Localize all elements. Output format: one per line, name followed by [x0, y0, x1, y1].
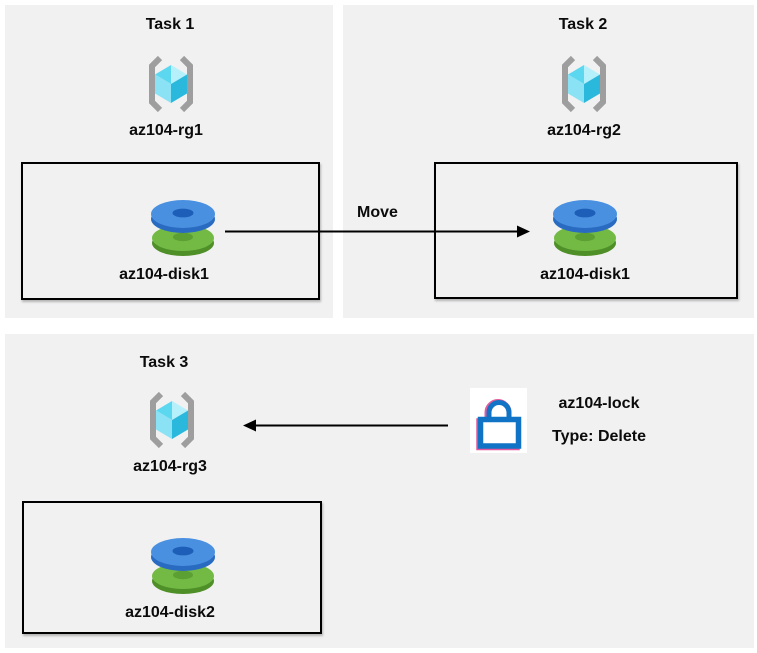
task3-resource-group-box [22, 501, 322, 634]
task2-panel [343, 5, 754, 318]
task2-resource-group-label: az104-rg2 [547, 122, 621, 139]
task3-disk-label: az104-disk2 [125, 604, 215, 621]
lock-type-label: Type: Delete [552, 428, 646, 445]
task1-panel [5, 5, 333, 318]
task2-disk-label: az104-disk1 [540, 266, 630, 283]
task3-panel [5, 334, 754, 648]
task1-title: Task 1 [145, 16, 195, 33]
disk-icon [149, 538, 217, 596]
task1-resource-group-label: az104-rg1 [129, 122, 203, 139]
task3-resource-group-label: az104-rg3 [133, 458, 207, 475]
move-arrow-label: Move [357, 204, 398, 221]
lock-arrow-icon [243, 419, 448, 432]
disk-icon [149, 200, 217, 258]
lock-tile [470, 388, 527, 453]
disk-icon [551, 200, 619, 258]
lock-icon [470, 391, 527, 451]
lock-name-label: az104-lock [558, 395, 640, 412]
task1-disk-label: az104-disk1 [119, 266, 209, 283]
resource-group-icon [144, 391, 200, 449]
move-arrow-icon [225, 225, 530, 238]
task2-title: Task 2 [558, 16, 608, 33]
task3-title: Task 3 [139, 354, 189, 371]
resource-group-icon [556, 55, 612, 113]
resource-group-icon [143, 55, 199, 113]
lock-label-block: az104-lock Type: Delete [528, 387, 670, 453]
